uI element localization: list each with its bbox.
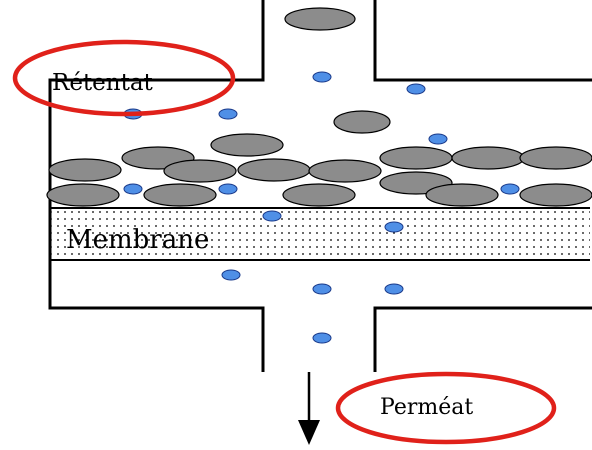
large-particle <box>519 183 592 207</box>
small-particle <box>406 83 426 95</box>
large-particle <box>282 183 356 207</box>
small-particle <box>123 183 143 195</box>
retentate-highlight-ellipse <box>12 39 236 117</box>
permeate-highlight-ellipse <box>335 371 557 445</box>
large-particle <box>308 159 382 183</box>
large-particle <box>237 158 311 182</box>
small-particle <box>384 283 404 295</box>
large-particle <box>519 146 592 170</box>
small-particle <box>262 210 282 222</box>
large-particle <box>333 110 391 134</box>
large-particle <box>451 146 525 170</box>
membrane-label: Membrane <box>66 225 209 255</box>
membrane-layer <box>50 208 590 260</box>
small-particle <box>384 221 404 233</box>
small-particle <box>312 71 332 83</box>
small-particle <box>428 133 448 145</box>
small-particle <box>218 108 238 120</box>
large-particle <box>48 158 122 182</box>
arrow-down-icon <box>298 372 320 445</box>
large-particle <box>46 183 120 207</box>
small-particles <box>123 71 520 344</box>
large-particle <box>210 133 284 157</box>
retentate-label: Rétentat <box>52 70 154 96</box>
large-particle <box>163 159 237 183</box>
small-particle <box>312 332 332 344</box>
large-particle <box>379 146 453 170</box>
small-particle <box>221 269 241 281</box>
large-particle <box>425 183 499 207</box>
small-particle <box>218 183 238 195</box>
small-particle <box>500 183 520 195</box>
large-particle <box>143 183 217 207</box>
large-particle <box>284 7 356 31</box>
permeate-label: Perméat <box>380 395 473 420</box>
large-particles <box>46 7 592 207</box>
small-particle <box>312 283 332 295</box>
